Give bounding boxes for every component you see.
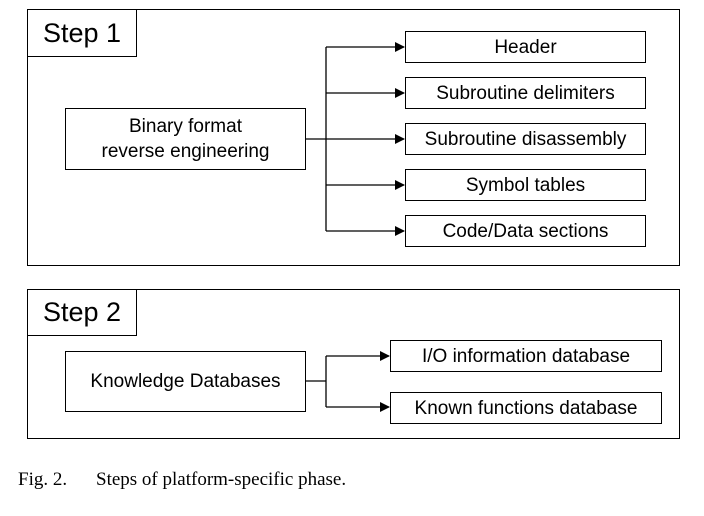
step2-label: Step 2: [28, 290, 137, 336]
step1-label: Step 1: [28, 10, 137, 57]
binary-format-line2: reverse engineering: [101, 141, 270, 162]
figure-number: Fig. 2.: [18, 469, 68, 490]
subroutine-disassembly-box: Subroutine disassembly: [405, 123, 646, 155]
header-box: Header: [405, 31, 646, 63]
io-information-database-box: I/O information database: [390, 340, 662, 372]
figure-caption-text: Steps of platform-specific phase.: [96, 469, 347, 490]
figure-caption: Fig. 2. Steps of platform-specific phase.: [18, 469, 346, 491]
subroutine-delimiters-box: Subroutine delimiters: [405, 77, 646, 109]
known-functions-database-box: Known functions database: [390, 392, 662, 424]
symbol-tables-box: Symbol tables: [405, 169, 646, 201]
knowledge-databases-box: Knowledge Databases: [65, 351, 306, 412]
binary-format-line1: Binary format: [129, 116, 242, 137]
binary-format-reverse-engineering-box: Binary format reverse engineering: [65, 108, 306, 170]
code-data-sections-box: Code/Data sections: [405, 215, 646, 247]
